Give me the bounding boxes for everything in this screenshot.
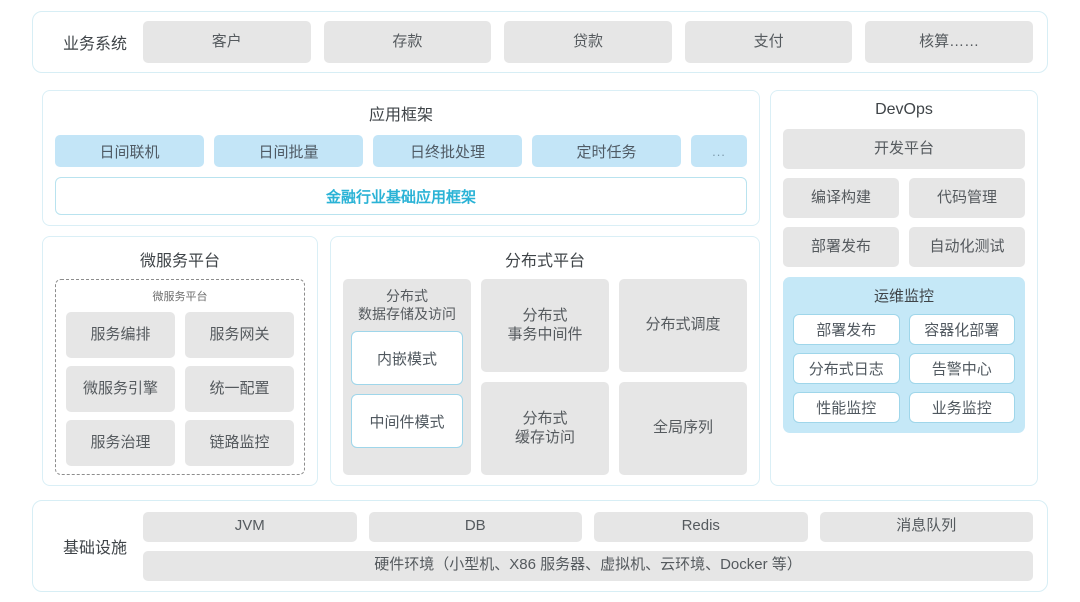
ops-item-distributed-log[interactable]: 分布式日志 — [793, 353, 900, 384]
business-item-loan[interactable]: 贷款 — [504, 21, 672, 63]
devops-title: DevOps — [875, 101, 933, 118]
infrastructure-row: 基础设施 JVM DB Redis 消息队列 硬件环境（小型机、X86 服务器、… — [32, 500, 1048, 592]
distributed-storage-label-line1: 分布式 — [386, 288, 428, 304]
distributed-platform-body: 分布式 数据存储及访问 内嵌模式 中间件模式 分布式 事务中间件 分布式调度 分… — [343, 279, 747, 475]
business-item-customer[interactable]: 客户 — [143, 21, 311, 63]
microservice-item-trace-monitor[interactable]: 链路监控 — [185, 420, 294, 466]
distributed-item-cache-access[interactable]: 分布式 缓存访问 — [481, 382, 609, 475]
devops-item-deploy-release[interactable]: 部署发布 — [783, 227, 899, 267]
infrastructure-label: 基础设施 — [62, 540, 127, 557]
microservice-inner-title: 微服务平台 — [152, 291, 208, 303]
app-framework-item-online[interactable]: 日间联机 — [55, 135, 204, 167]
microservice-item-gateway[interactable]: 服务网关 — [185, 312, 294, 358]
devops-item-automated-test[interactable]: 自动化测试 — [909, 227, 1025, 267]
devops-item-code-management[interactable]: 代码管理 — [909, 178, 1025, 218]
ops-item-alert-center[interactable]: 告警中心 — [908, 353, 1015, 384]
infrastructure-hardware-environment[interactable]: 硬件环境（小型机、X86 服务器、虚拟机、云环境、Docker 等） — [143, 550, 1033, 581]
business-item-accounting[interactable]: 核算…… — [865, 21, 1033, 63]
ops-item-containerized-deploy[interactable]: 容器化部署 — [908, 314, 1015, 345]
business-systems-items: 客户 存款 贷款 支付 核算…… — [143, 21, 1033, 63]
microservice-item-governance[interactable]: 服务治理 — [66, 420, 175, 466]
infrastructure-item-jvm[interactable]: JVM — [143, 511, 357, 542]
platform-left-column: 应用框架 日间联机 日间批量 日终批处理 定时任务 ... 金融行业基础应用框架… — [42, 90, 760, 486]
distributed-item-scheduling[interactable]: 分布式调度 — [619, 279, 747, 372]
ops-item-performance-monitor[interactable]: 性能监控 — [793, 392, 900, 423]
business-item-payment[interactable]: 支付 — [684, 21, 853, 63]
distributed-storage-mode-middleware[interactable]: 中间件模式 — [351, 394, 463, 449]
ops-monitor-items: 部署发布 容器化部署 分布式日志 告警中心 性能监控 业务监控 — [793, 314, 1015, 423]
app-framework-title: 应用框架 — [368, 107, 433, 124]
infrastructure-stack: JVM DB Redis 消息队列 硬件环境（小型机、X86 服务器、虚拟机、云… — [143, 511, 1033, 581]
distributed-storage-label: 分布式 数据存储及访问 — [351, 287, 463, 323]
microservice-items: 服务编排 服务网关 微服务引擎 统一配置 服务治理 链路监控 — [66, 312, 294, 466]
microservice-platform-title: 微服务平台 — [139, 253, 220, 270]
distributed-storage-mode-embedded[interactable]: 内嵌模式 — [351, 331, 463, 386]
app-framework-item-more[interactable]: ... — [691, 135, 747, 167]
distributed-item-global-sequence[interactable]: 全局序列 — [619, 382, 747, 475]
app-framework-panel: 应用框架 日间联机 日间批量 日终批处理 定时任务 ... 金融行业基础应用框架 — [42, 90, 760, 226]
devops-item-dev-platform[interactable]: 开发平台 — [783, 129, 1025, 169]
devops-panel: DevOps 开发平台 编译构建 代码管理 部署发布 自动化测试 运维监控 部署… — [770, 90, 1038, 486]
ops-item-business-monitor[interactable]: 业务监控 — [908, 392, 1015, 423]
app-framework-item-batch[interactable]: 日间批量 — [214, 135, 363, 167]
business-systems-label: 业务系统 — [62, 36, 127, 53]
microservice-platform-panel: 微服务平台 微服务平台 服务编排 服务网关 微服务引擎 统一配置 服务治理 链路… — [42, 236, 318, 486]
business-systems-row: 业务系统 客户 存款 贷款 支付 核算…… — [32, 11, 1048, 73]
platform-middle-section: 应用框架 日间联机 日间批量 日终批处理 定时任务 ... 金融行业基础应用框架… — [32, 90, 1048, 486]
devops-items: 编译构建 代码管理 部署发布 自动化测试 — [783, 178, 1025, 267]
app-framework-items: 日间联机 日间批量 日终批处理 定时任务 ... — [55, 135, 747, 167]
distributed-storage-column[interactable]: 分布式 数据存储及访问 内嵌模式 中间件模式 — [343, 279, 471, 475]
distributed-platform-panel: 分布式平台 分布式 数据存储及访问 内嵌模式 中间件模式 分布式 事务中间件 分… — [330, 236, 760, 486]
app-framework-item-eod-batch[interactable]: 日终批处理 — [373, 135, 522, 167]
ops-item-deploy-release[interactable]: 部署发布 — [793, 314, 900, 345]
distributed-storage-label-line2: 数据存储及访问 — [358, 306, 456, 323]
microservice-inner-group: 微服务平台 服务编排 服务网关 微服务引擎 统一配置 服务治理 链路监控 — [55, 279, 305, 475]
infrastructure-items: JVM DB Redis 消息队列 — [143, 511, 1033, 542]
app-framework-base-label: 金融行业基础应用框架 — [55, 177, 747, 215]
distributed-platform-title: 分布式平台 — [504, 253, 585, 270]
ops-monitor-title: 运维监控 — [873, 288, 934, 305]
microservice-item-orchestration[interactable]: 服务编排 — [66, 312, 175, 358]
business-item-deposit[interactable]: 存款 — [323, 21, 492, 63]
distributed-item-transaction-middleware[interactable]: 分布式 事务中间件 — [481, 279, 609, 372]
microservice-item-engine[interactable]: 微服务引擎 — [66, 366, 175, 412]
app-framework-item-scheduled-task[interactable]: 定时任务 — [532, 135, 681, 167]
infrastructure-item-message-queue[interactable]: 消息队列 — [819, 511, 1033, 542]
ops-monitor-panel: 运维监控 部署发布 容器化部署 分布式日志 告警中心 性能监控 业务监控 — [783, 277, 1025, 433]
infrastructure-item-redis[interactable]: Redis — [594, 511, 808, 542]
microservice-item-unified-config[interactable]: 统一配置 — [185, 366, 294, 412]
distributed-items: 分布式 事务中间件 分布式调度 分布式 缓存访问 全局序列 — [481, 279, 747, 475]
infrastructure-item-db[interactable]: DB — [368, 511, 582, 542]
devops-item-compile-build[interactable]: 编译构建 — [783, 178, 899, 218]
